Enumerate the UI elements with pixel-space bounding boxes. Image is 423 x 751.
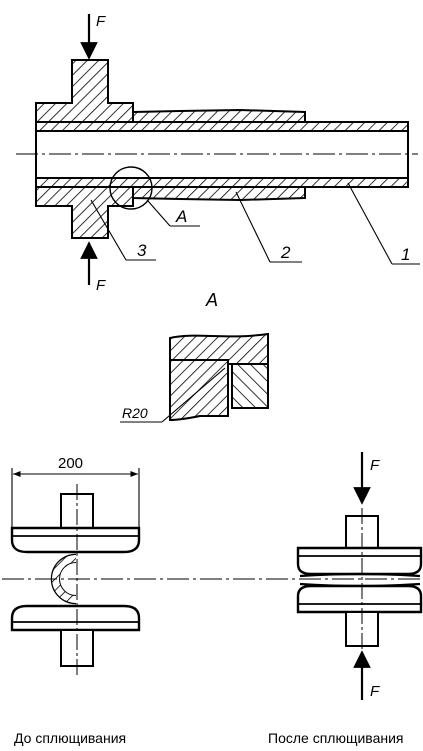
flattening-views: 200 F F: [2, 452, 423, 746]
radius-label: R20: [122, 405, 148, 421]
detail-circle: [109, 166, 153, 210]
part-1-label: 1: [401, 245, 410, 264]
force-label-top: F: [96, 13, 106, 30]
upper-die: [35, 59, 134, 123]
detail-title: A: [205, 290, 218, 310]
after-lower-plate: [296, 584, 423, 614]
caption-before: До сплющивания: [14, 730, 126, 746]
force-label-right-top: F: [370, 457, 380, 474]
before-upper-plate: [10, 526, 141, 554]
force-label-right-bottom: F: [370, 683, 380, 700]
before-lower-plate: [10, 604, 141, 632]
after-flat-tube: [299, 572, 421, 588]
detail-view: A R20: [120, 290, 269, 423]
lower-die: [35, 186, 134, 239]
dimension-label: 200: [58, 455, 83, 472]
force-label-bottom: F: [96, 277, 106, 294]
part-2-label: 2: [280, 243, 291, 262]
after-upper-plate: [296, 546, 423, 576]
detail-lower-right: [231, 363, 269, 409]
assembly-section: F A 3 2 1 F: [16, 13, 420, 294]
part-3-label: 3: [137, 241, 147, 260]
tube-top-wall: [35, 121, 409, 132]
detail-callout-label: A: [175, 207, 187, 226]
tube-bottom-wall: [35, 177, 409, 188]
caption-after: После сплющивания: [268, 730, 403, 746]
